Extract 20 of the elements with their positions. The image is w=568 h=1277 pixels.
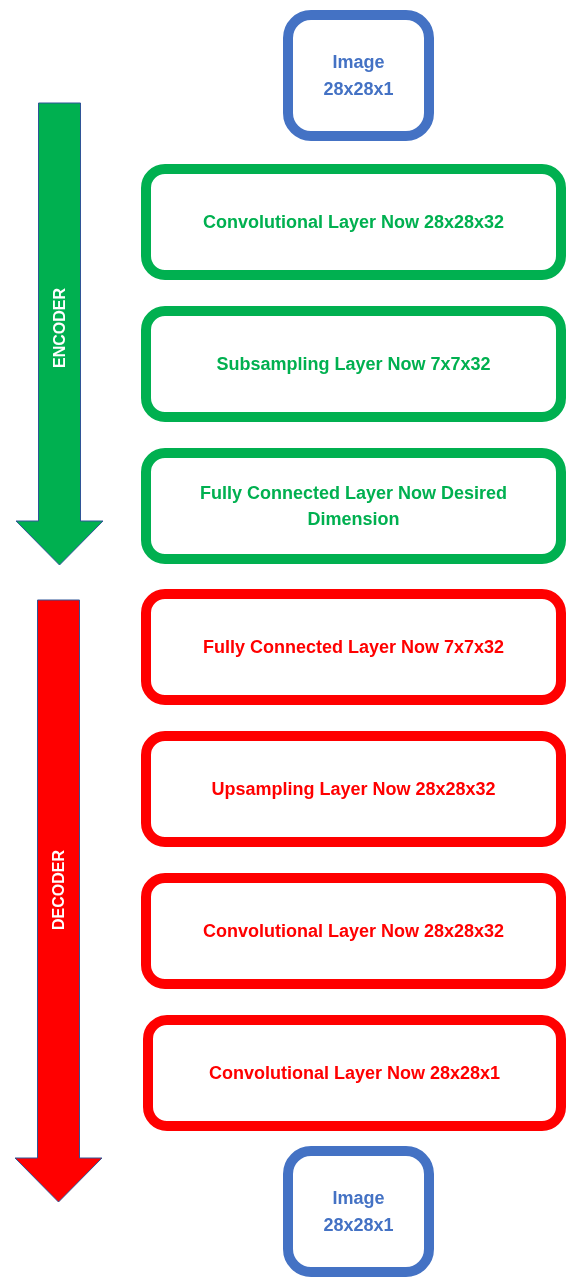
box-label: Subsampling Layer Now 7x7x32 [216,352,491,376]
box-label: Image 28x28x1 [322,1187,395,1237]
box-label: Convolutional Layer Now 28x28x32 [202,210,505,234]
layer-box [141,164,566,280]
layer-box [141,731,566,847]
layer-box [141,306,566,422]
box-label: Convolutional Layer Now 28x28x32 [202,919,505,943]
box-label: Image 28x28x1 [322,51,395,101]
layer-box [141,873,566,989]
layer-box [141,589,566,705]
arrow-label: DECODER [49,850,68,930]
layer-box [141,448,566,564]
arrow-label: ENCODER [50,288,69,368]
image-box [283,1146,434,1277]
image-box [283,10,434,141]
box-label: Upsampling Layer Now 28x28x32 [211,777,496,801]
layer-box [143,1015,566,1131]
box-label: Fully Connected Layer Now Desired Dimension [198,481,509,531]
box-label: Convolutional Layer Now 28x28x1 [208,1061,501,1085]
box-label: Fully Connected Layer Now 7x7x32 [202,635,505,659]
